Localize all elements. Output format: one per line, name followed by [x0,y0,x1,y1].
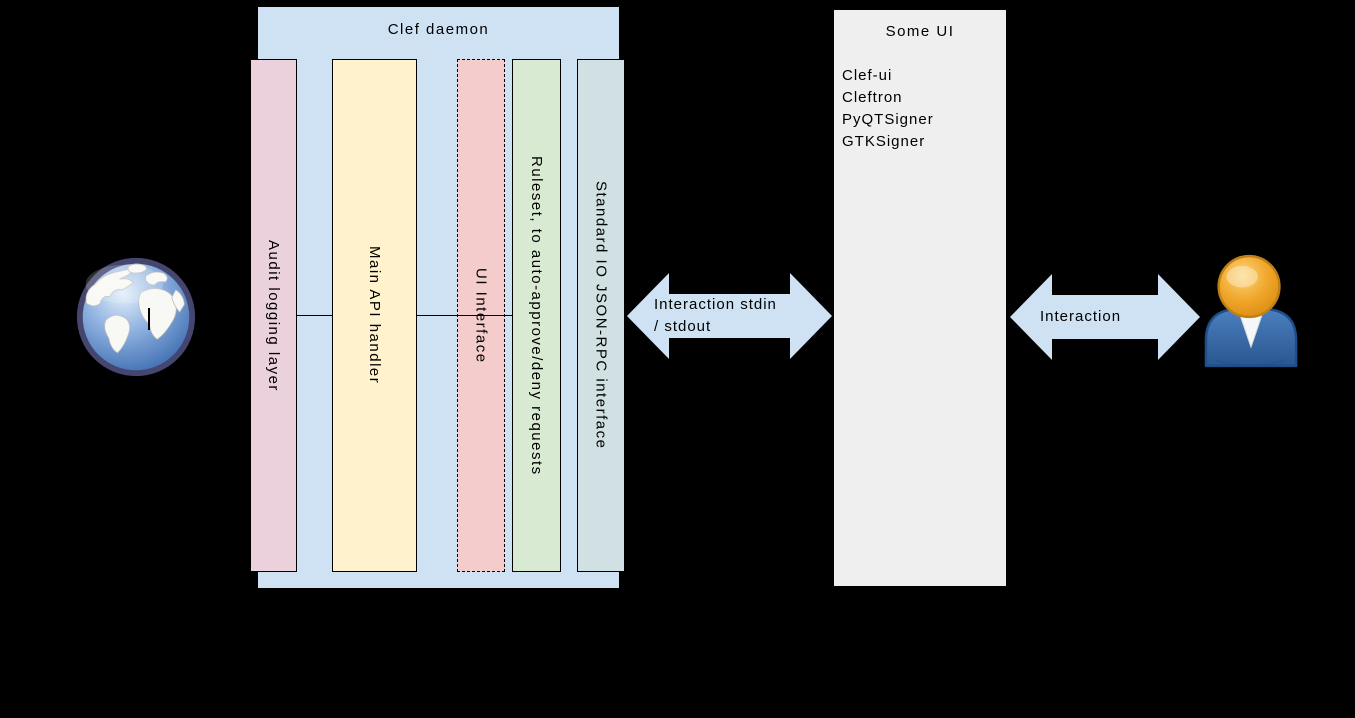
stdio-arrow-label-line2: / stdout [654,318,712,335]
layer-main-api-handler: Main API handler [332,59,417,572]
stdio-arrow-label: Interaction stdin / stdout [654,294,824,338]
some-ui-item: GTKSigner [842,133,926,150]
connector-api-to-ruleset [417,315,512,316]
stdio-arrow-label-line1: Interaction stdin [654,296,777,313]
layer-label: Ruleset, to auto-approve/deny requests [528,155,545,476]
some-ui-item: Clef-ui [842,67,893,84]
clef-daemon-title: Clef daemon [387,21,490,38]
layer-audit-logging-layer: Audit logging layer [250,59,297,572]
some-ui-item: Cleftron [842,89,903,106]
globe-icon [76,257,196,377]
connector-audit-to-api [297,315,332,316]
layer-label: Audit logging layer [265,239,282,392]
stdio-interaction-arrow [627,273,832,359]
layer-label: Standard IO JSON-RPC interface [592,181,610,450]
layer-ruleset-auto-approve-deny: Ruleset, to auto-approve/deny requests [512,59,561,572]
some-ui-item: PyQTSigner [842,111,934,128]
layer-label: Main API handler [366,246,383,385]
some-ui-title: Some UI [885,23,955,40]
layer-stdio-json-rpc-interface: Standard IO JSON-RPC interface [577,59,625,572]
clef-daemon-box: Clef daemon [258,7,619,588]
caret-mark [148,308,150,330]
user-arrow-label: Interaction [1040,308,1122,325]
user-icon [1204,254,1298,368]
user-interaction-arrow [1010,274,1200,360]
